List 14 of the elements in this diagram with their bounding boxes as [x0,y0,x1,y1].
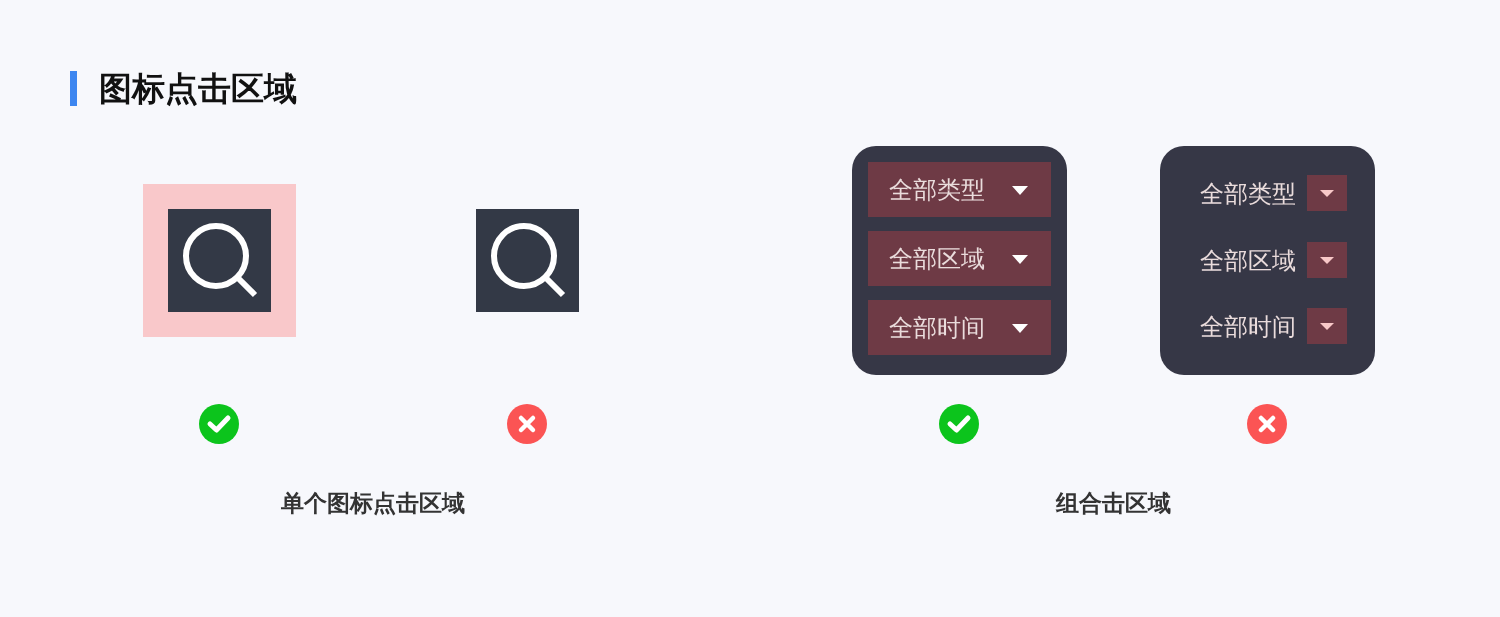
dropdown-label: 全部类型 [889,175,985,205]
caption: 组合击区域 [1054,489,1172,518]
dropdown-bar [868,300,1051,355]
dropdown-label: 全部时间 [889,313,985,343]
dropdown-panel [1160,146,1375,375]
dropdown-bar [868,162,1051,217]
dropdown-label: 全部区域 [889,244,985,274]
caption: 单个图标点击区域 [280,489,466,518]
dropdown-label: 全部时间 [1200,311,1296,342]
dropdown-label: 全部区域 [1200,245,1296,276]
dropdown-label: 全部类型 [1200,178,1296,209]
dropdown-panel [852,146,1067,375]
dropdown-bar [868,231,1051,286]
section-title: 图标点击区域 [99,69,297,109]
